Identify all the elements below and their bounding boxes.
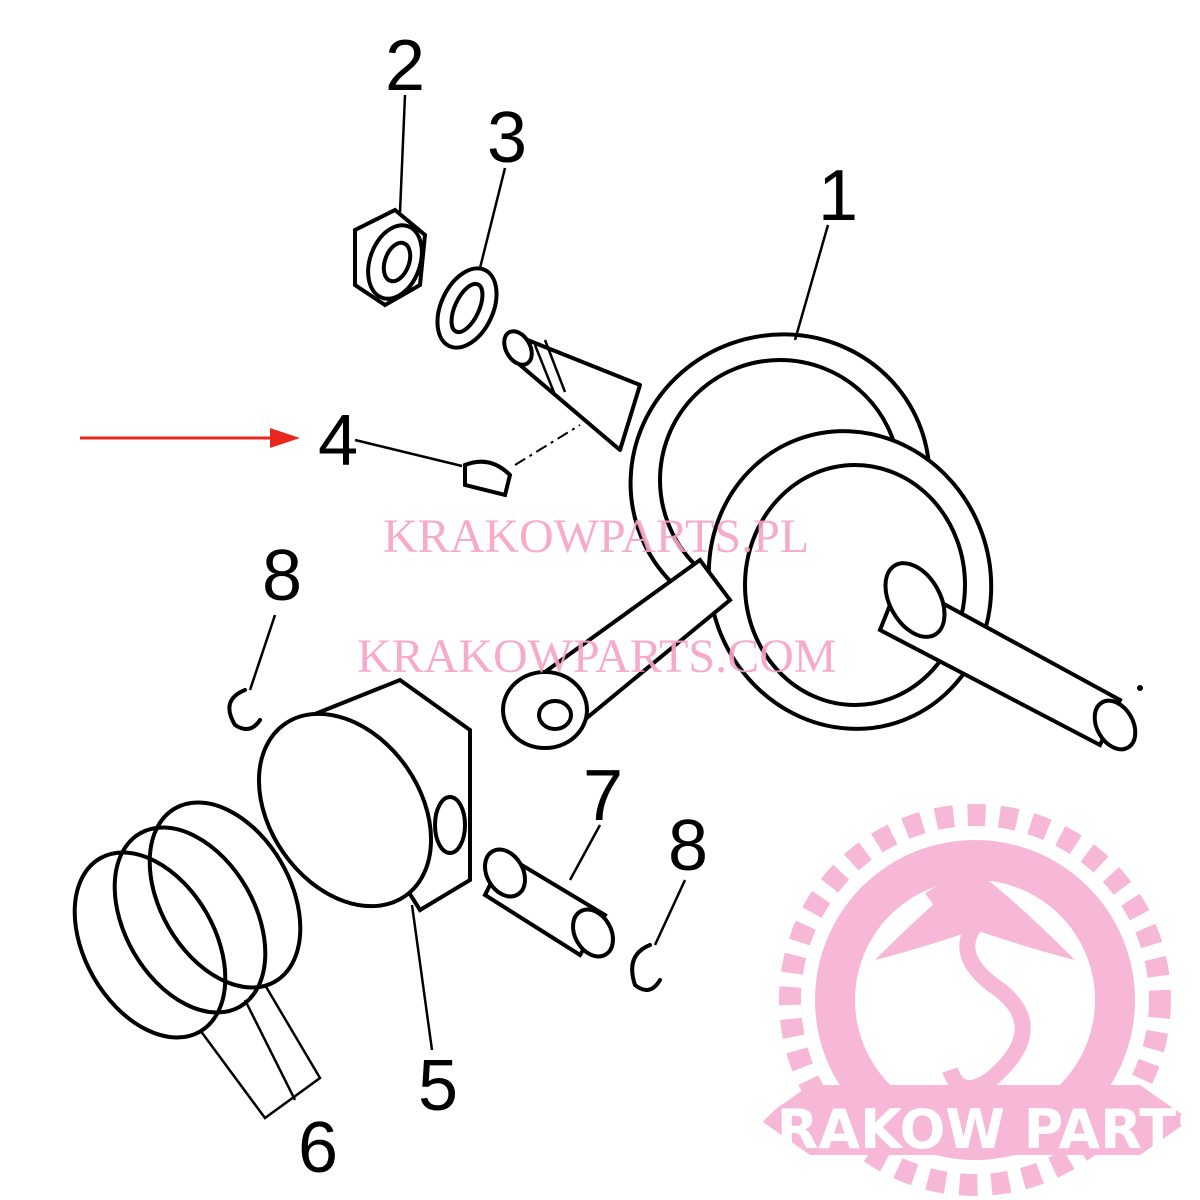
watermark-pl: KRAKOWPARTS.PL xyxy=(383,510,809,563)
logo-text: KRAKOW PARTS xyxy=(735,1098,1200,1161)
crankshaft-part xyxy=(501,329,1143,752)
callout-5: 5 xyxy=(418,1046,458,1126)
callout-8-upper: 8 xyxy=(262,536,302,616)
callout-2: 2 xyxy=(385,26,425,106)
callout-8-lower: 8 xyxy=(668,806,708,886)
leader-lines xyxy=(198,94,830,1120)
callout-3: 3 xyxy=(487,98,527,178)
callout-4: 4 xyxy=(318,401,358,481)
krakow-parts-logo: KRAKOW PARTS xyxy=(735,804,1200,1196)
nut-part xyxy=(353,207,428,308)
woodruff-key-part xyxy=(463,424,581,498)
callout-1: 1 xyxy=(818,156,858,236)
clip-lower-part xyxy=(630,943,662,992)
highlight-arrow xyxy=(80,428,300,448)
watermark-com: KRAKOWPARTS.COM xyxy=(357,630,836,683)
piston-pin-part xyxy=(482,847,615,959)
callout-6: 6 xyxy=(298,1108,338,1188)
piston-part xyxy=(256,677,472,913)
clip-upper-part xyxy=(227,688,262,731)
callout-7: 7 xyxy=(583,756,623,836)
washer-part xyxy=(435,266,499,350)
